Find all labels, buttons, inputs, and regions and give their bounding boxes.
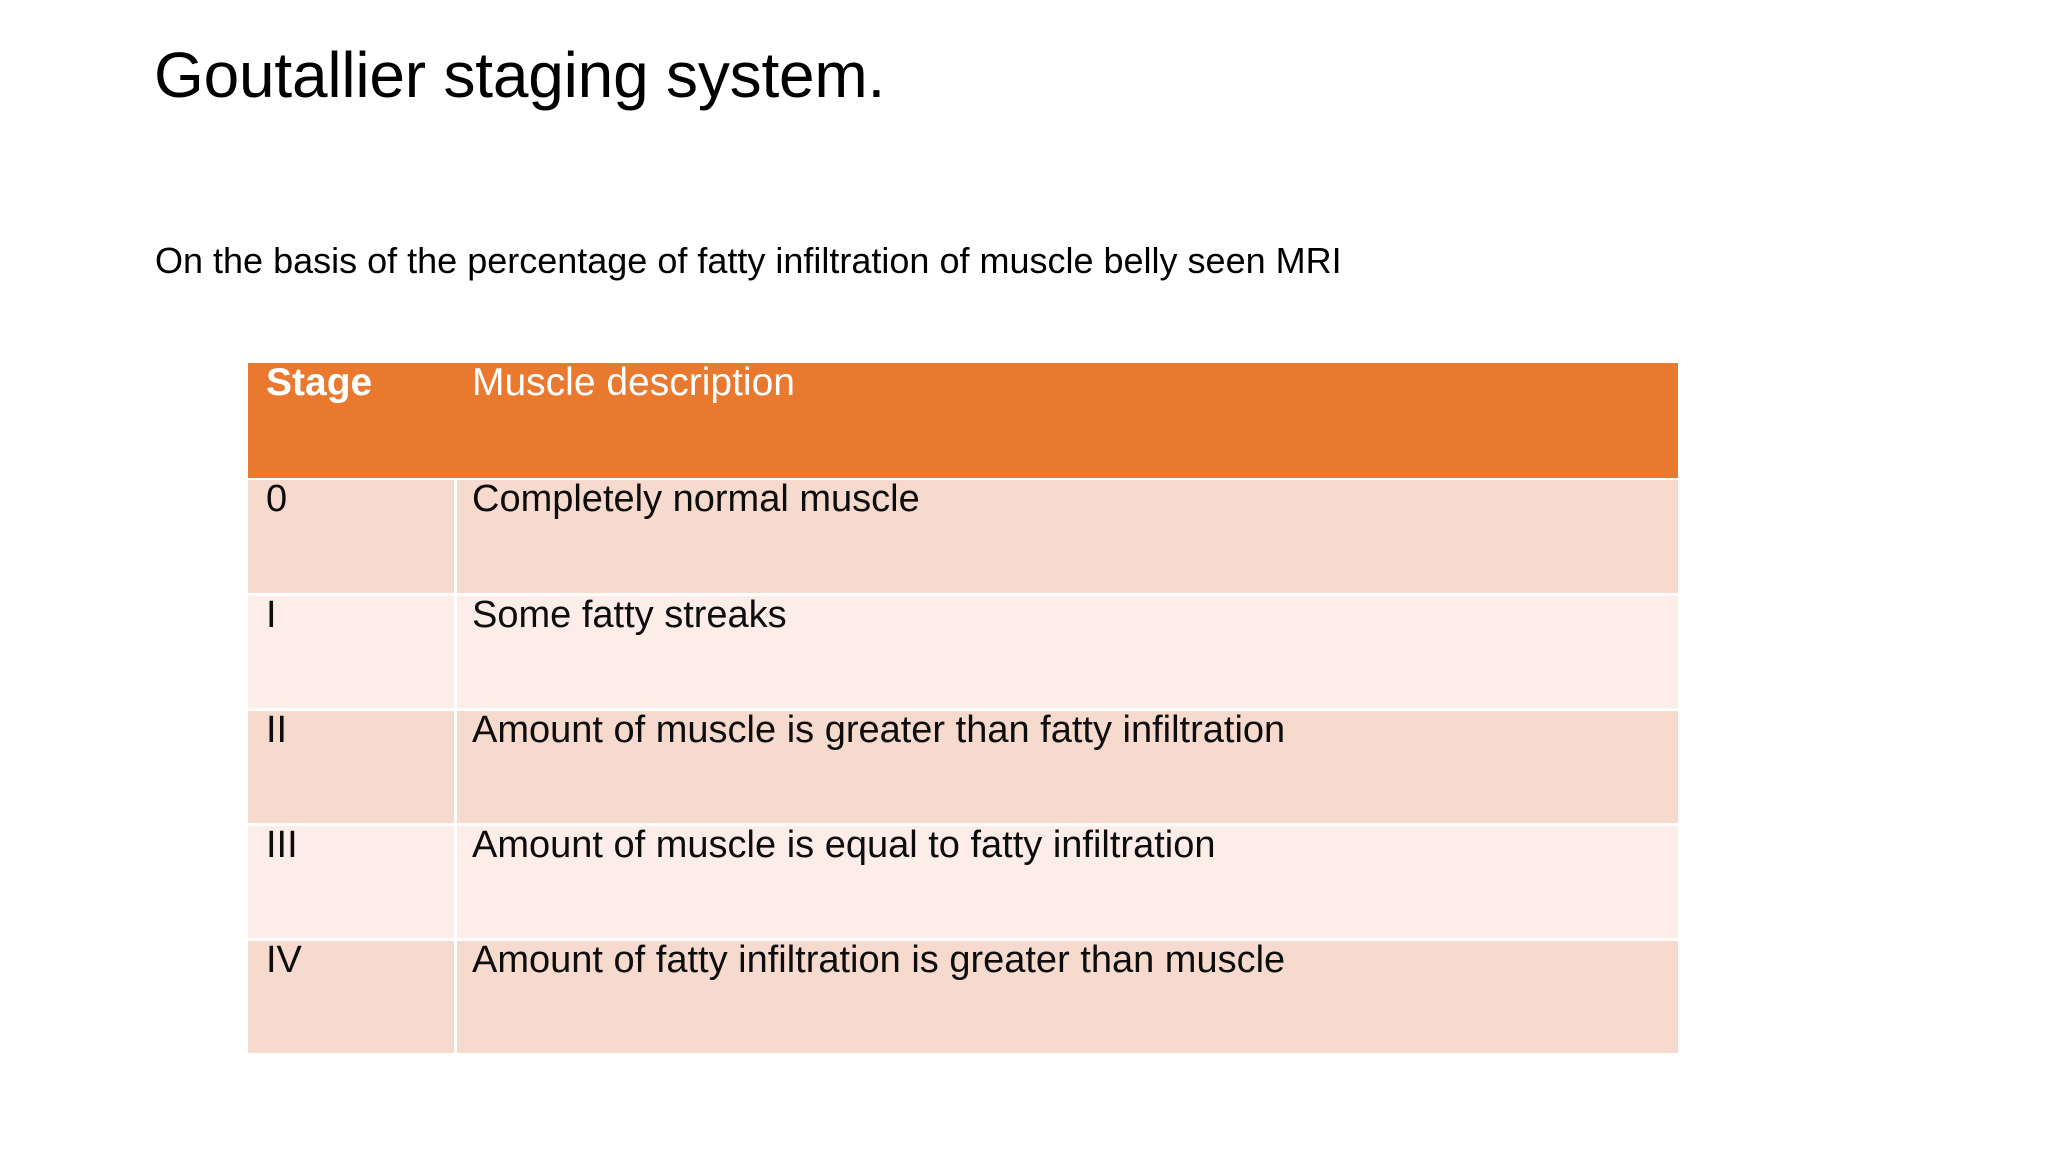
table-cell-stage: IV [248,938,454,1053]
column-header-description-label: Muscle description [472,361,795,404]
table-cell-stage: 0 [248,478,454,593]
table-cell-stage: II [248,708,454,823]
goutallier-stage-table: Stage Muscle description 0 Completely no… [248,363,1678,1053]
table-header: Stage Muscle description [248,363,1678,478]
table-cell-description: Amount of muscle is greater than fatty i… [454,708,1678,823]
table-cell-stage: I [248,593,454,708]
table-row: II Amount of muscle is greater than fatt… [248,708,1678,823]
description-value: Amount of fatty infiltration is greater … [472,939,1286,981]
table-cell-description: Amount of fatty infiltration is greater … [454,938,1678,1053]
column-header-stage: Stage [248,363,454,478]
stage-value: IV [266,939,302,981]
stage-value: 0 [266,478,288,520]
column-header-description: Muscle description [454,363,1678,478]
stage-value: II [266,709,288,751]
stage-value: III [266,824,298,866]
table-header-row: Stage Muscle description [248,363,1678,478]
description-value: Amount of muscle is greater than fatty i… [472,709,1286,751]
table-row: IV Amount of fatty infiltration is great… [248,938,1678,1053]
table-body: 0 Completely normal muscle I Some fatty … [248,478,1678,1053]
stage-value: I [266,594,277,636]
table-cell-description: Some fatty streaks [454,593,1678,708]
description-value: Some fatty streaks [472,594,787,636]
table-cell-description: Completely normal muscle [454,478,1678,593]
description-value: Amount of muscle is equal to fatty infil… [472,824,1216,866]
page-title: Goutallier staging system. [154,39,886,111]
table-row: I Some fatty streaks [248,593,1678,708]
table-row: III Amount of muscle is equal to fatty i… [248,823,1678,938]
table-row: 0 Completely normal muscle [248,478,1678,593]
slide-subtitle: On the basis of the percentage of fatty … [155,240,1342,281]
column-header-stage-label: Stage [266,361,373,404]
description-value: Completely normal muscle [472,478,920,520]
table-cell-stage: III [248,823,454,938]
table-cell-description: Amount of muscle is equal to fatty infil… [454,823,1678,938]
